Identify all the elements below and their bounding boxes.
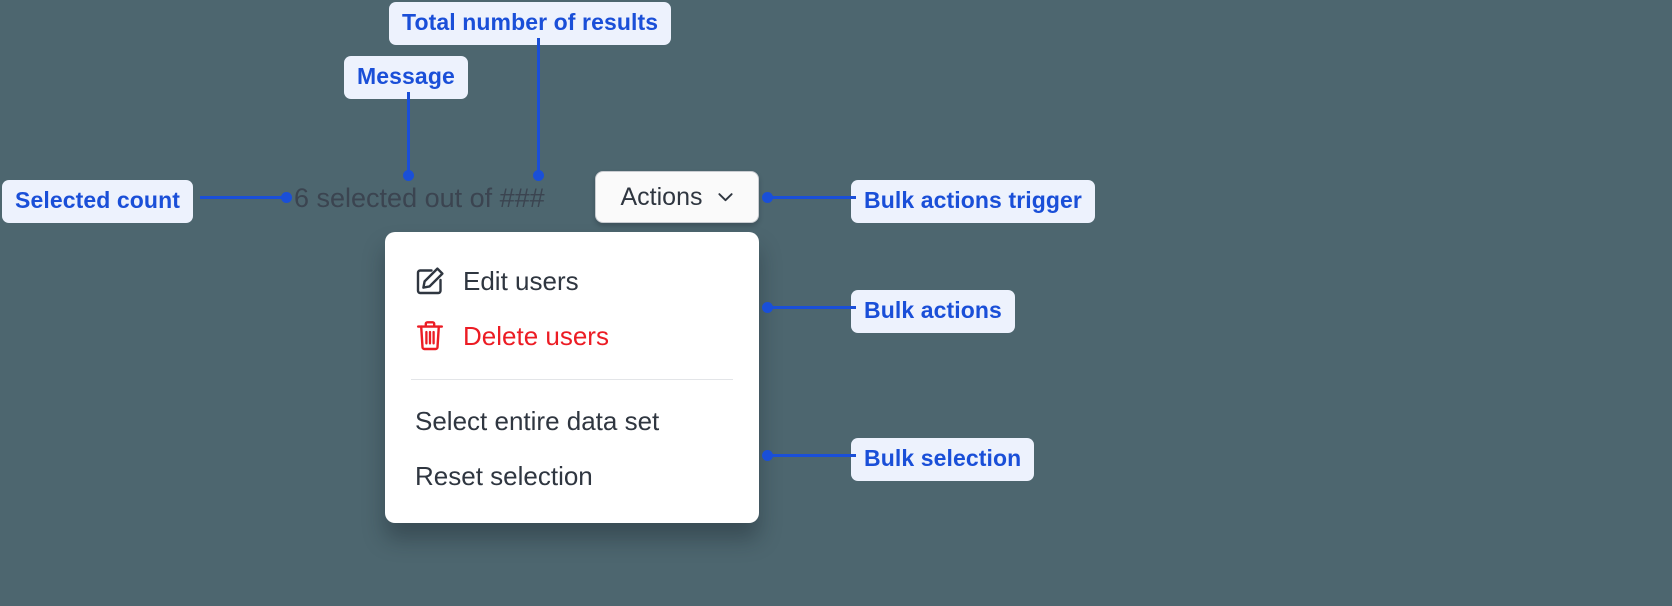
menu-item-label: Delete users (463, 320, 609, 351)
menu-item-delete-users[interactable]: Delete users (385, 309, 759, 364)
annotation-chip-selected-count: Selected count (2, 180, 193, 223)
selection-status-text: 6 selected out of ### (294, 183, 545, 213)
leader-dot-selected-count (281, 192, 292, 203)
trash-icon (415, 320, 445, 351)
leader-line-bulk-actions-trigger (768, 196, 856, 199)
leader-line-bulk-actions (768, 306, 856, 309)
menu-item-label: Select entire data set (415, 406, 660, 436)
menu-item-edit-users[interactable]: Edit users (385, 254, 759, 309)
menu-divider (411, 379, 733, 380)
annotation-chip-bulk-selection: Bulk selection (851, 438, 1035, 481)
leader-line-bulk-selection (768, 454, 856, 457)
annotation-chip-total-results: Total number of results (389, 2, 672, 45)
leader-dot-message (403, 170, 414, 181)
chevron-down-icon (718, 192, 734, 202)
leader-dot-bulk-selection (762, 450, 773, 461)
leader-dot-bulk-actions-trigger (762, 192, 773, 203)
menu-item-reset-selection[interactable]: Reset selection (385, 449, 759, 504)
annotation-chip-message: Message (344, 56, 468, 99)
leader-line-selected-count (200, 196, 288, 199)
leader-line-total-results (537, 38, 540, 175)
menu-item-select-entire-data-set[interactable]: Select entire data set (385, 394, 759, 449)
leader-dot-total-results (533, 170, 544, 181)
leader-line-message (407, 92, 410, 175)
annotation-chip-bulk-actions: Bulk actions (851, 290, 1015, 333)
menu-item-label: Edit users (463, 266, 579, 296)
bulk-actions-trigger-button[interactable]: Actions (595, 171, 759, 223)
menu-item-label: Reset selection (415, 460, 593, 491)
bulk-actions-dropdown-menu: Edit users Delete users Select entire da… (385, 232, 759, 523)
annotation-chip-bulk-actions-trigger: Bulk actions trigger (851, 180, 1095, 223)
edit-pencil-square-icon (415, 266, 445, 296)
actions-button-label: Actions (620, 182, 703, 211)
leader-dot-bulk-actions (762, 302, 773, 313)
